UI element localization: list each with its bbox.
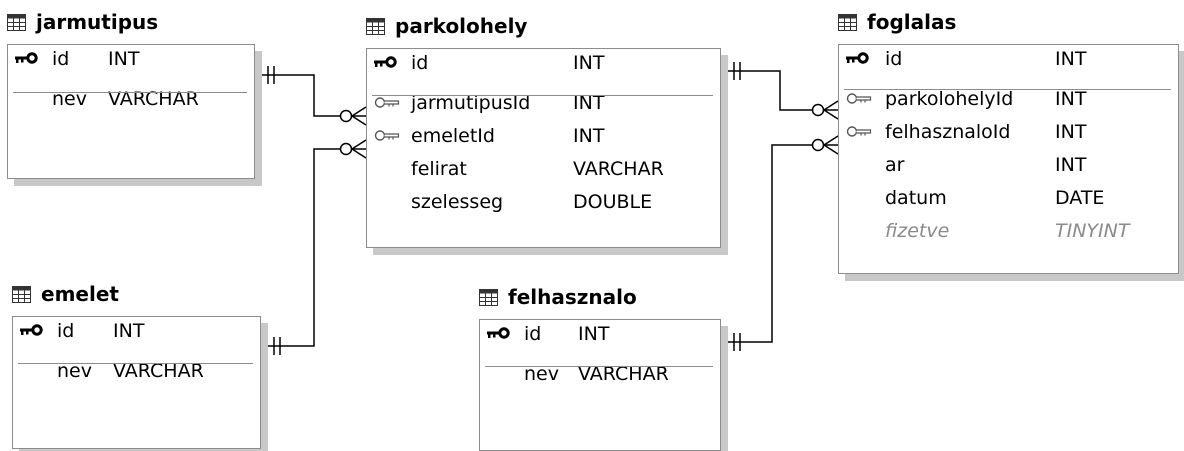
table-title: emelet bbox=[12, 282, 119, 306]
column-row-nev[interactable]: nev VARCHAR bbox=[480, 359, 720, 389]
column-type: INT bbox=[1055, 154, 1087, 176]
table-body[interactable]: id INT nev VARCHAR bbox=[479, 319, 721, 451]
zero-or-many-marker bbox=[339, 106, 367, 126]
column-name: ar bbox=[885, 154, 905, 176]
one-and-only-one-marker bbox=[267, 66, 275, 84]
one-and-only-one-marker bbox=[733, 333, 741, 351]
zero-or-many-marker bbox=[339, 139, 367, 159]
zero-or-many-marker bbox=[811, 135, 839, 155]
primary-key-icon bbox=[374, 56, 397, 68]
column-row-id[interactable]: id INT bbox=[367, 48, 720, 78]
one-and-only-one-marker bbox=[733, 62, 741, 80]
column-type: INT bbox=[573, 52, 605, 74]
column-name: parkolohelyId bbox=[885, 88, 1014, 110]
column-type: INT bbox=[1055, 88, 1087, 110]
foreign-key-icon bbox=[374, 97, 400, 108]
column-name: datum bbox=[885, 187, 947, 209]
column-type: DOUBLE bbox=[573, 191, 653, 213]
column-row-felhasznaloId[interactable]: felhasznaloId INT bbox=[839, 117, 1178, 147]
column-type: INT bbox=[573, 92, 605, 114]
primary-key-separator bbox=[18, 363, 253, 364]
column-row-nev[interactable]: nev VARCHAR bbox=[8, 84, 254, 114]
one-and-only-one-marker bbox=[273, 337, 281, 355]
column-name: jarmutipusId bbox=[411, 92, 531, 114]
column-row-id[interactable]: id INT bbox=[13, 316, 260, 346]
column-type: VARCHAR bbox=[113, 360, 204, 382]
column-row-ar[interactable]: ar INT bbox=[839, 150, 1178, 180]
column-type: VARCHAR bbox=[573, 158, 664, 180]
table-name: emelet bbox=[41, 282, 119, 306]
column-row-id[interactable]: id INT bbox=[480, 319, 720, 349]
column-type: INT bbox=[573, 125, 605, 147]
column-type: DATE bbox=[1055, 187, 1105, 209]
table-title: jarmutipus bbox=[7, 10, 158, 34]
column-type: INT bbox=[578, 323, 610, 345]
column-row-parkolohelyId[interactable]: parkolohelyId INT bbox=[839, 84, 1178, 114]
primary-key-separator bbox=[13, 92, 247, 93]
column-name: id bbox=[524, 323, 542, 345]
relationship-line-2[interactable] bbox=[260, 139, 367, 355]
table-grid-icon bbox=[366, 17, 385, 35]
table-body[interactable]: id INT nev VARCHAR bbox=[12, 316, 261, 449]
foreign-key-icon bbox=[846, 126, 872, 137]
column-type: INT bbox=[113, 320, 145, 342]
column-type: TINYINT bbox=[1055, 220, 1130, 242]
column-type: INT bbox=[1055, 121, 1087, 143]
table-title: foglalas bbox=[838, 10, 956, 34]
column-row-id[interactable]: id INT bbox=[839, 44, 1178, 74]
relationship-line-4[interactable] bbox=[720, 135, 839, 351]
primary-key-icon bbox=[846, 52, 869, 64]
primary-key-separator bbox=[844, 89, 1171, 90]
foreign-key-icon bbox=[846, 93, 872, 104]
primary-key-icon bbox=[487, 327, 510, 339]
primary-key-icon bbox=[20, 324, 43, 336]
column-row-id[interactable]: id INT bbox=[8, 44, 254, 74]
table-grid-icon bbox=[838, 13, 857, 31]
column-row-szelesseg[interactable]: szelesseg DOUBLE bbox=[367, 187, 720, 217]
column-name: nev bbox=[524, 363, 559, 385]
column-type: VARCHAR bbox=[578, 363, 669, 385]
relationship-line-3[interactable] bbox=[720, 62, 839, 120]
column-name: id bbox=[885, 48, 903, 70]
column-name: felhasznaloId bbox=[885, 121, 1011, 143]
primary-key-separator bbox=[485, 366, 713, 367]
table-grid-icon bbox=[7, 13, 26, 31]
column-name: id bbox=[52, 48, 70, 70]
column-name: nev bbox=[52, 88, 87, 110]
column-row-fizetve[interactable]: fizetve TINYINT bbox=[839, 216, 1178, 246]
column-name: szelesseg bbox=[411, 191, 504, 213]
column-name: felirat bbox=[411, 158, 467, 180]
table-name: jarmutipus bbox=[36, 10, 159, 34]
column-name: fizetve bbox=[885, 220, 950, 242]
column-name: nev bbox=[57, 360, 92, 382]
column-row-jarmutipusId[interactable]: jarmutipusId INT bbox=[367, 88, 720, 118]
column-name: id bbox=[57, 320, 75, 342]
column-row-felirat[interactable]: felirat VARCHAR bbox=[367, 154, 720, 184]
table-grid-icon bbox=[479, 288, 498, 306]
table-name: foglalas bbox=[867, 10, 957, 34]
column-name: id bbox=[411, 52, 429, 74]
column-type: INT bbox=[1055, 48, 1087, 70]
table-title: parkolohely bbox=[366, 14, 527, 38]
primary-key-icon bbox=[15, 52, 38, 64]
column-row-nev[interactable]: nev VARCHAR bbox=[13, 356, 260, 386]
column-row-emeletId[interactable]: emeletId INT bbox=[367, 121, 720, 151]
column-name: emeletId bbox=[411, 125, 495, 147]
table-body[interactable]: id INT nev VARCHAR bbox=[7, 44, 255, 179]
table-grid-icon bbox=[12, 285, 31, 303]
relationship-line-1[interactable] bbox=[254, 66, 367, 126]
zero-or-many-marker bbox=[811, 100, 839, 120]
column-type: VARCHAR bbox=[108, 88, 199, 110]
table-name: parkolohely bbox=[395, 14, 528, 38]
foreign-key-icon bbox=[374, 130, 400, 141]
table-title: felhasznalo bbox=[479, 285, 637, 309]
primary-key-separator bbox=[372, 95, 713, 96]
column-type: INT bbox=[108, 48, 140, 70]
column-row-datum[interactable]: datum DATE bbox=[839, 183, 1178, 213]
table-name: felhasznalo bbox=[508, 285, 637, 309]
